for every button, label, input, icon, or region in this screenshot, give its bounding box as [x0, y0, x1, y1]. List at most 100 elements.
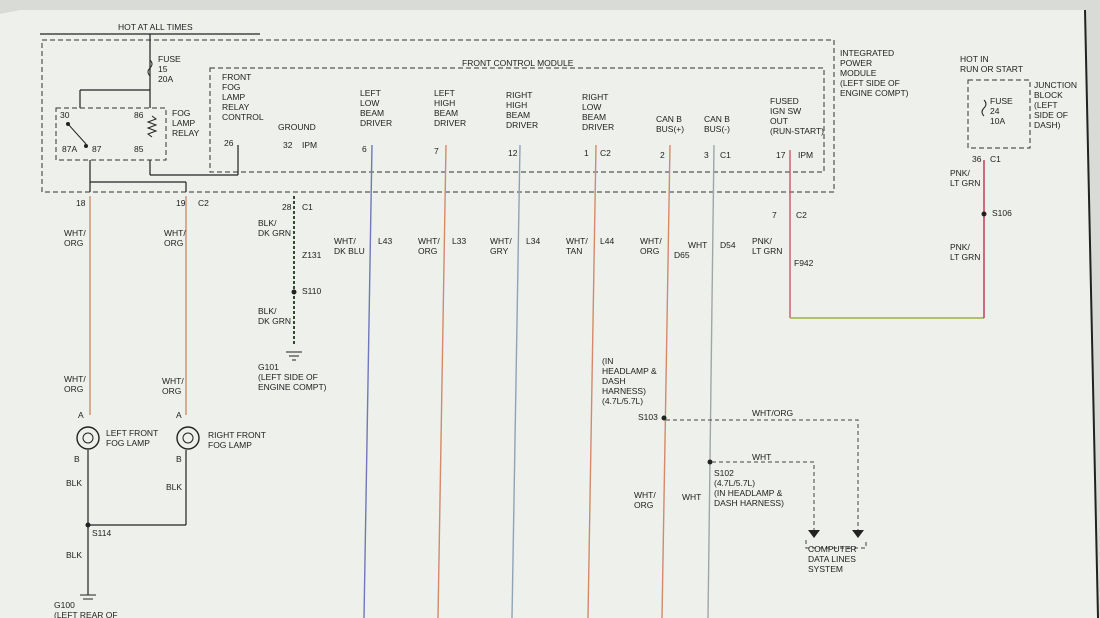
ground-g100-icon [80, 594, 96, 600]
svg-text:26: 26 [224, 138, 234, 148]
wire-f942-code: F942 [794, 258, 814, 268]
splice-s114-label: S114 [92, 528, 111, 538]
wire-l33-color: WHT/ORG [418, 236, 440, 256]
svg-text:7: 7 [434, 146, 439, 156]
splice-s102-dot [707, 459, 713, 465]
wire-d65-code: D65 [674, 250, 690, 260]
right-lamp-wire-label: WHT/ORG [162, 376, 184, 396]
lower-d65-color: WHT/ORG [634, 490, 656, 510]
wire-d65-color: WHT/ORG [640, 236, 662, 256]
svg-text:17: 17 [776, 150, 786, 160]
integrated-power-module-box [41, 39, 835, 193]
pin-7: 7 [772, 210, 777, 220]
svg-text:C1: C1 [720, 150, 731, 160]
junction-wire-label-2: PNK/LT GRN [950, 242, 980, 262]
svg-text:C2: C2 [600, 148, 611, 158]
left-lamp-blk-label: BLK [66, 478, 82, 488]
svg-text:IPM: IPM [302, 140, 317, 150]
right-lamp-blk-label: BLK [166, 482, 182, 492]
junction-conn-c1: C1 [990, 154, 1001, 164]
s103-wire-label: WHT/ORG [752, 408, 793, 418]
relay-pin-30: 30 [60, 110, 70, 120]
wire-d65 [661, 144, 671, 618]
wire-l34-color: WHT/GRY [490, 236, 512, 256]
s102-wire-label: WHT [752, 452, 771, 462]
svg-text:6: 6 [362, 144, 367, 154]
fog-lamp-relay-box [55, 107, 167, 161]
junction-pin-36: 36 [972, 154, 982, 164]
wire-l33-code: L33 [452, 236, 466, 246]
s114-blk-label: BLK [66, 550, 82, 560]
hot-at-all-times-label: HOT AT ALL TIMES [118, 22, 193, 32]
wire-l44-code: L44 [600, 236, 614, 246]
left-lamp-pin-a: A [78, 410, 84, 420]
computer-data-arrows-icon [808, 530, 864, 538]
splice-s114-dot [85, 522, 91, 528]
right-lamp-pin-a: A [176, 410, 182, 420]
wire-l43 [363, 144, 373, 618]
fcm-col-ground: GROUND 32 IPM [278, 122, 317, 150]
wire-l44-color: WHT/TAN [566, 236, 588, 256]
svg-text:1: 1 [584, 148, 589, 158]
wire-ground-label: BLK/DK GRN [258, 218, 291, 238]
fuse-icon [147, 59, 153, 77]
wire-19-label: WHT/ORG [164, 228, 186, 248]
wire-l44 [587, 144, 597, 618]
wire-l43-code: L43 [378, 236, 392, 246]
splice-s106-label: S106 [992, 208, 1012, 218]
wire-l34 [511, 144, 521, 618]
wire-d54 [707, 144, 715, 618]
fcm-title: FRONT CONTROL MODULE [462, 58, 574, 68]
ground-wire-label-2: BLK/DK GRN [258, 306, 291, 326]
splice-s106-dot [981, 211, 987, 217]
wire-d54-code: D54 [720, 240, 736, 250]
svg-text:3: 3 [704, 150, 709, 160]
svg-text:IPM: IPM [798, 150, 813, 160]
svg-text:32: 32 [283, 140, 293, 150]
wire-f942-color: PNK/LT GRN [752, 236, 782, 256]
wire-18-label: WHT/ORG [64, 228, 86, 248]
ground-g101-icon [286, 351, 302, 361]
wire-l33 [437, 144, 447, 618]
splice-s103-label: S103 [638, 412, 658, 422]
front-control-module-box [209, 67, 825, 173]
splice-s110-dot [291, 289, 297, 295]
splice-s103-dot [661, 415, 667, 421]
relay-pin-86: 86 [134, 110, 144, 120]
junction-block-box [967, 79, 1031, 149]
right-lamp-pin-b: B [176, 454, 182, 464]
wire-l43-color: WHT/DK BLU [334, 236, 365, 256]
relay-pin-87: 87 [92, 144, 102, 154]
junction-fuse-icon [981, 99, 987, 117]
wire-l34-code: L34 [526, 236, 540, 246]
relay-coil-icon [66, 115, 158, 148]
wire-z131-label: Z131 [302, 250, 322, 260]
right-fog-lamp-icon [176, 426, 200, 450]
relay-pin-87a: 87A [62, 144, 77, 154]
relay-pin-85: 85 [134, 144, 144, 154]
